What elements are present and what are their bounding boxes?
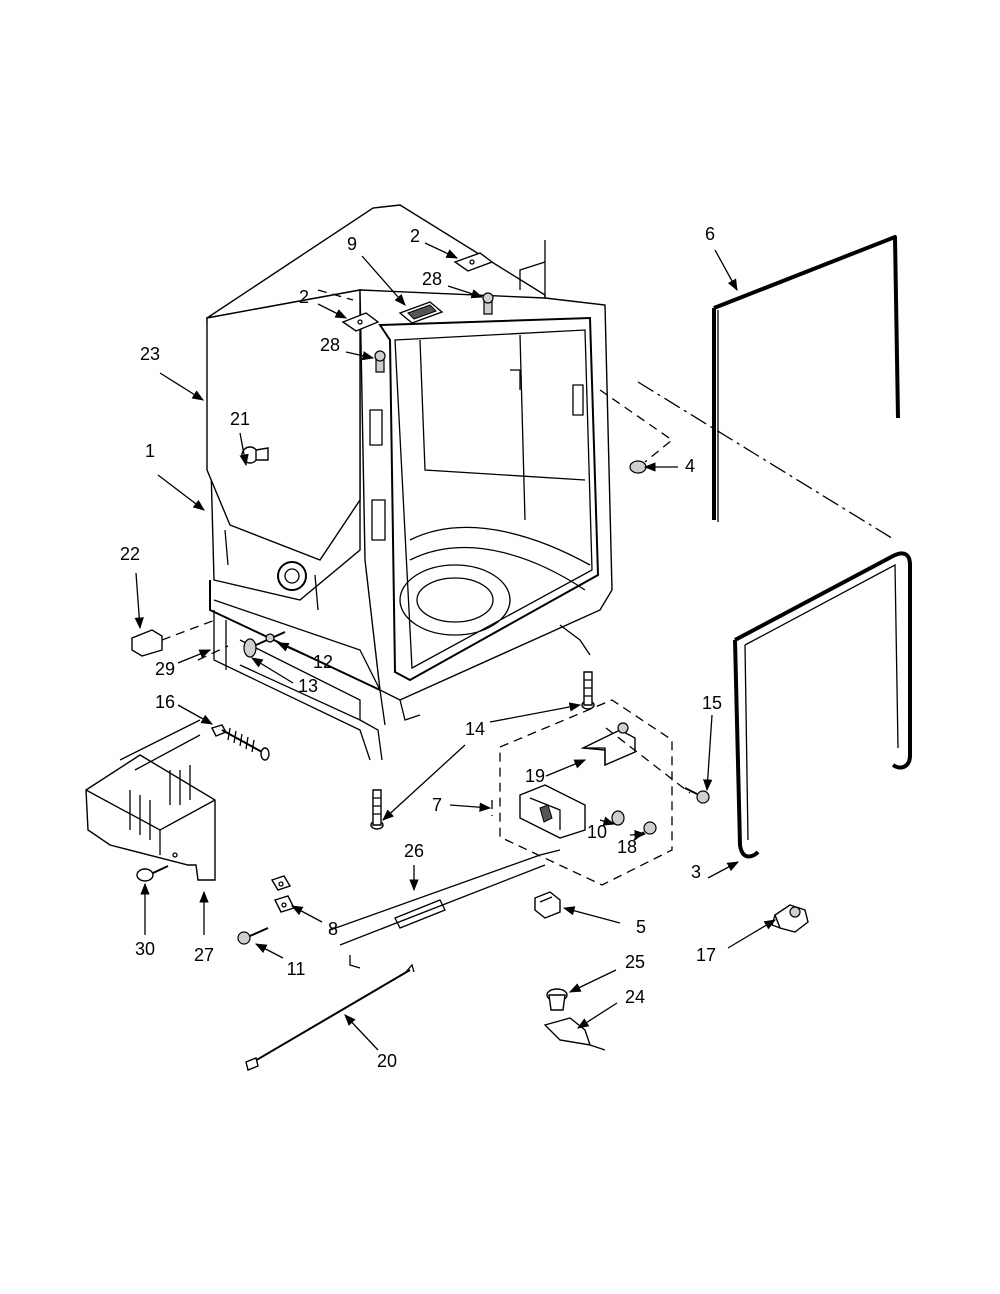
callout-15: 15	[702, 693, 722, 713]
bolt-12-13	[243, 631, 286, 658]
callout-12: 12	[313, 652, 333, 672]
bracket-22	[131, 629, 163, 657]
callout-labels: 2 2 28 28 9 23 21 1 6 4 22 29 12 13 16 1…	[120, 224, 722, 1071]
hinge-bracket-upper	[453, 252, 494, 272]
hinge-bracket-lower	[341, 312, 380, 332]
callout-7: 7	[432, 795, 442, 815]
leader-lines	[134, 242, 777, 1051]
callout-2-upper: 2	[410, 226, 420, 246]
callout-28-lower: 28	[320, 335, 340, 355]
float-switch-25	[546, 988, 568, 1011]
clip-4	[629, 460, 647, 474]
latch-assembly	[519, 784, 586, 839]
leveling-leg-rear	[581, 671, 595, 710]
callout-18: 18	[617, 837, 637, 857]
callout-17: 17	[696, 945, 716, 965]
leveling-leg-front	[370, 789, 384, 830]
callout-26: 26	[404, 841, 424, 861]
fitting-17	[771, 904, 809, 933]
screw-28-lower	[374, 350, 386, 373]
screw-28-upper	[482, 292, 494, 315]
callout-5: 5	[636, 917, 646, 937]
callout-13: 13	[298, 676, 318, 696]
callout-10: 10	[587, 822, 607, 842]
door-gasket-side	[712, 235, 900, 522]
nut-10	[611, 810, 625, 826]
vent-grille	[398, 301, 444, 324]
bracket-24	[543, 1017, 606, 1051]
latch-bracket	[580, 722, 636, 767]
screw-11	[237, 927, 269, 945]
callout-21: 21	[230, 409, 250, 429]
tub-assembly	[206, 204, 613, 761]
callout-4: 4	[685, 456, 695, 476]
callout-29: 29	[155, 659, 175, 679]
screw-15	[684, 787, 710, 804]
callout-16: 16	[155, 692, 175, 712]
callout-20: 20	[377, 1051, 397, 1071]
callout-19: 19	[525, 766, 545, 786]
callout-24: 24	[625, 987, 645, 1007]
wire-harness	[329, 849, 561, 969]
sensor-rod-20	[245, 963, 415, 1071]
callout-28-upper: 28	[422, 269, 442, 289]
latch-group-outline	[499, 699, 673, 886]
door-seal-bottom	[733, 551, 912, 859]
screw-18	[633, 821, 657, 841]
callout-9: 9	[347, 234, 357, 254]
callout-25: 25	[625, 952, 645, 972]
callout-23: 23	[140, 344, 160, 364]
connector-5	[534, 891, 561, 919]
callout-30: 30	[135, 939, 155, 959]
callout-6: 6	[705, 224, 715, 244]
callout-27: 27	[194, 945, 214, 965]
toe-panel	[85, 719, 216, 881]
plug-21	[241, 446, 269, 464]
callout-8: 8	[328, 919, 338, 939]
callout-1: 1	[145, 441, 155, 461]
clamp-8	[270, 875, 295, 913]
callout-22: 22	[120, 544, 140, 564]
callout-3: 3	[691, 862, 701, 882]
callout-2-lower: 2	[299, 287, 309, 307]
callout-14: 14	[465, 719, 485, 739]
screw-30	[136, 865, 169, 882]
callout-11: 11	[287, 959, 306, 979]
alignment-lines	[161, 289, 896, 794]
door-spring	[211, 724, 270, 761]
